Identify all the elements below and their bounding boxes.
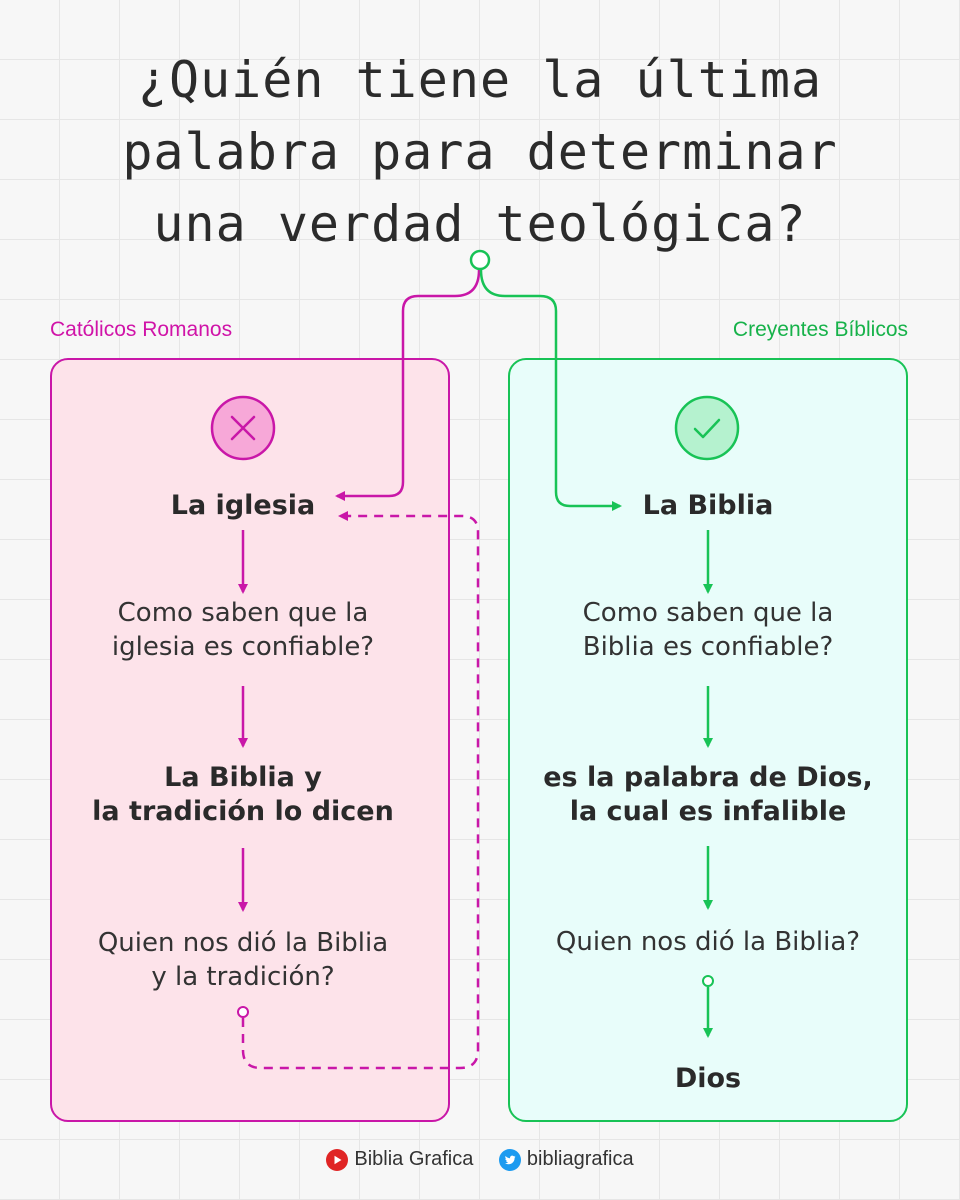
- biblical-node-bible: La Biblia: [642, 490, 774, 521]
- biblical-node-answer-line-1: es la palabra de Dios,: [543, 762, 873, 793]
- catholic-node-answer-line-2: la tradición lo dicen: [92, 796, 394, 827]
- footer-credits: Biblia Grafica bibliagrafica: [0, 1148, 960, 1177]
- biblical-panel: [508, 358, 908, 1122]
- biblical-column-label: Creyentes Bíblicos: [732, 318, 908, 341]
- youtube-credit[interactable]: Biblia Grafica: [326, 1148, 473, 1171]
- catholic-node-question-1: Como saben que la iglesia es confiable?: [60, 596, 426, 664]
- youtube-icon: [326, 1148, 349, 1171]
- catholic-node-answer: La Biblia y la tradición lo dicen: [60, 761, 426, 829]
- biblical-node-question-1-line-2: Biblia es confiable?: [582, 632, 834, 662]
- biblical-node-question-2: Quien nos dió la Biblia?: [555, 927, 861, 957]
- x-circle-icon: [210, 395, 276, 461]
- catholic-panel: [50, 358, 450, 1122]
- biblical-node-question-1-line-1: Como saben que la: [582, 598, 834, 628]
- twitter-icon: [498, 1148, 521, 1171]
- twitter-credit[interactable]: bibliagrafica: [498, 1148, 634, 1171]
- biblical-node-answer-line-2: la cual es infalible: [569, 796, 847, 827]
- catholic-column-label: Católicos Romanos: [50, 318, 233, 341]
- catholic-node-question-1-line-2: iglesia es confiable?: [111, 632, 375, 662]
- catholic-node-answer-line-1: La Biblia y: [164, 762, 322, 793]
- catholic-node-question-2-line-2: y la tradición?: [151, 962, 335, 992]
- catholic-node-question-2: Quien nos dió la Biblia y la tradición?: [60, 926, 426, 994]
- title-line-1: ¿Quién tiene la última: [137, 51, 823, 109]
- check-circle-icon: [674, 395, 740, 461]
- catholic-node-church: La iglesia: [170, 490, 316, 521]
- youtube-channel-name: Biblia Grafica: [354, 1148, 474, 1170]
- biblical-node-question-1: Como saben que la Biblia es confiable?: [518, 596, 898, 664]
- title-line-3: una verdad teológica?: [153, 195, 807, 253]
- title-line-2: palabra para determinar: [122, 123, 838, 181]
- biblical-node-god: Dios: [674, 1063, 742, 1094]
- page-title: ¿Quién tiene la última palabra para dete…: [0, 44, 960, 260]
- catholic-node-question-2-line-1: Quien nos dió la Biblia: [97, 928, 389, 958]
- catholic-node-question-1-line-1: Como saben que la: [117, 598, 369, 628]
- biblical-node-answer: es la palabra de Dios, la cual es infali…: [508, 761, 908, 829]
- twitter-handle: bibliagrafica: [526, 1148, 634, 1170]
